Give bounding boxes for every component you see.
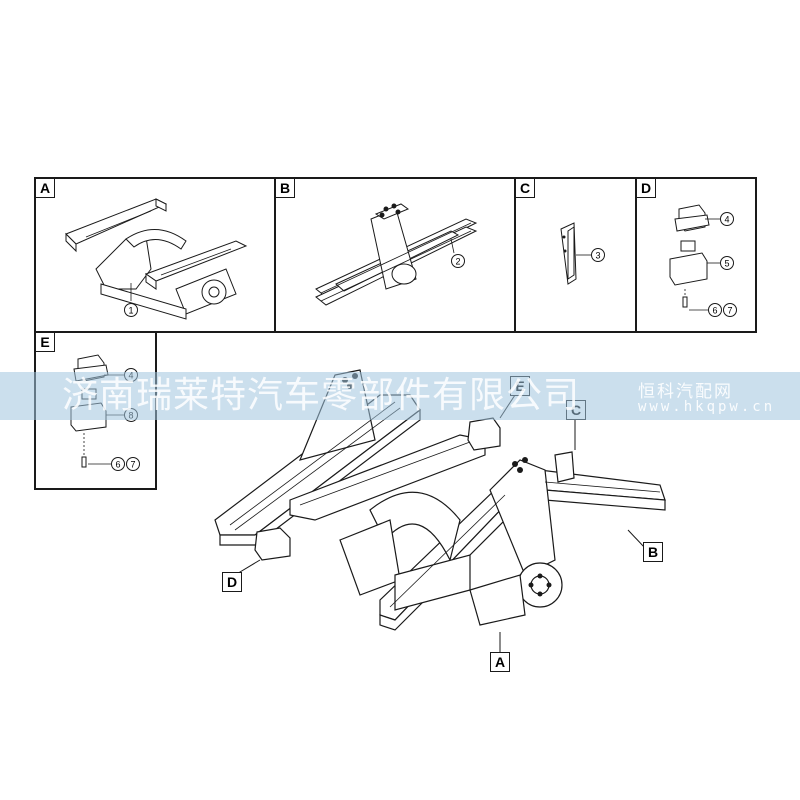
- callout-box-d: D: [222, 572, 242, 592]
- clip-bracket-illustration: 3: [560, 222, 605, 285]
- callout-number: 3: [595, 251, 600, 261]
- callout-box-b: B: [643, 542, 663, 562]
- callout-number: 1: [128, 306, 133, 316]
- panel-label: C: [516, 179, 535, 198]
- watermark-banner: [0, 372, 800, 420]
- callout-number: 4: [724, 215, 729, 225]
- callout-circle: [451, 254, 465, 268]
- panel-label: D: [637, 179, 656, 198]
- panel-label: A: [36, 179, 55, 198]
- watermark-company: 济南瑞莱特汽车零部件有限公司: [62, 375, 581, 416]
- callout-box-a: A: [490, 652, 510, 672]
- panel-label: B: [276, 179, 295, 198]
- detail-panel-a: A 1: [34, 177, 276, 333]
- detail-panel-b: B 2: [274, 177, 516, 333]
- callout-number: 2: [455, 257, 460, 267]
- callout-circle: [591, 248, 605, 262]
- panel-label: E: [36, 333, 55, 352]
- rubber-bumper-illustration: 4 5 6 7: [669, 204, 737, 317]
- callout-number: 6: [115, 460, 120, 470]
- axle-bracket-illustration: 1: [65, 198, 248, 320]
- watermark-brand: 恒科汽配网: [638, 382, 733, 402]
- leaf-spring-illustration: 2: [315, 203, 478, 306]
- watermark-url: www.hkqpw.cn: [638, 399, 776, 415]
- callout-number: 7: [130, 460, 135, 470]
- callout-number: 7: [727, 306, 732, 316]
- callout-circle: [124, 303, 138, 317]
- detail-panel-d: D 4 5 6 7: [635, 177, 757, 333]
- callout-number: 6: [712, 306, 717, 316]
- callout-number: 5: [724, 259, 729, 269]
